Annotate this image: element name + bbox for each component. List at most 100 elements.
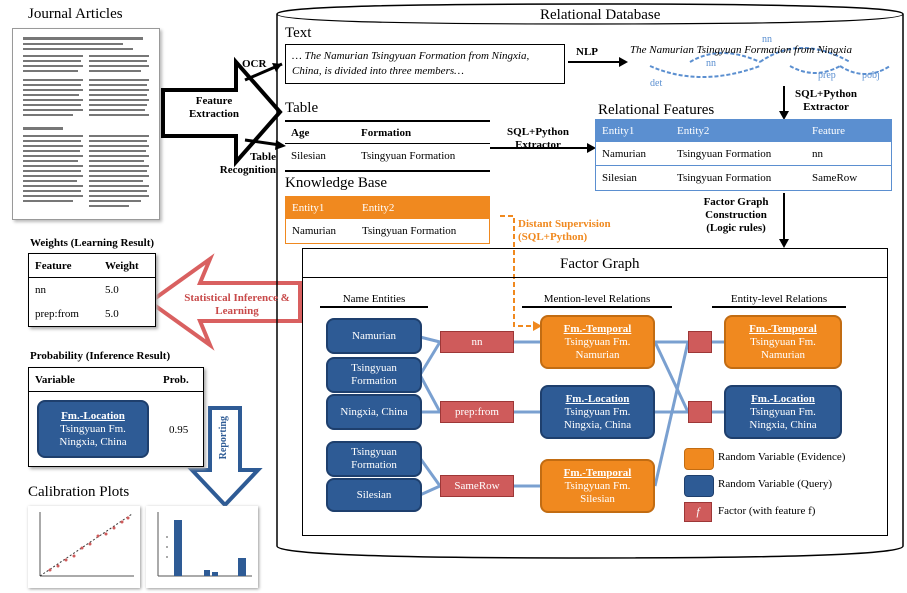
table-recognition-label: Table Recognition xyxy=(219,151,276,176)
entity-relation-line: Namurian xyxy=(761,348,805,361)
calibration-plot-accuracy xyxy=(28,506,140,588)
mention-relation-line: Tsingyuan Fm. xyxy=(564,405,631,418)
calibration-plot-histogram xyxy=(146,506,258,588)
relational-features-title: Relational Features xyxy=(598,102,715,118)
reporting-label: Reporting xyxy=(218,416,229,460)
kb-cell: Namurian xyxy=(292,225,336,237)
entity-node-label: Tsingyuan Formation xyxy=(351,362,397,387)
entity-node-tsingyuan-1: Tsingyuan Formation xyxy=(326,357,422,393)
dep-label-det: det xyxy=(650,78,663,89)
calibration-plot-histogram-graphic xyxy=(157,512,252,577)
mention-relation-title: Fm.-Temporal xyxy=(563,466,632,479)
table-cell: Silesian xyxy=(291,150,326,162)
weights-header: Weight xyxy=(99,254,155,278)
kb-header: Entity1 xyxy=(286,197,356,219)
mention-relation-location: Fm.-Location Tsingyuan Fm. Ningxia, Chin… xyxy=(540,385,655,439)
text-section-title: Text xyxy=(285,25,312,41)
probability-variable-title: Fm.-Location xyxy=(61,409,125,422)
legend-evidence-label: Random Variable (Evidence) xyxy=(718,451,846,463)
database-title: Relational Database xyxy=(540,7,661,23)
probability-value: 0.95 xyxy=(169,424,189,436)
weights-cell: nn xyxy=(35,284,46,296)
entity-relation-line: Ningxia, China xyxy=(749,418,817,431)
probability-table: Variable Prob. Fm.-Location Tsingyuan Fm… xyxy=(28,367,204,467)
entity-node-ningxia: Ningxia, China xyxy=(326,394,422,430)
entity-relation-line: Tsingyuan Fm. xyxy=(750,335,816,348)
col-mention-relations: Mention-level Relations xyxy=(543,293,651,305)
probability-header: Variable xyxy=(29,368,157,392)
rf-header: Entity2 xyxy=(671,120,806,142)
dep-label-nn-1: nn xyxy=(762,34,772,45)
col-name-entities: Name Entities xyxy=(342,293,406,305)
mention-relation-line: Tsingyuan Fm. xyxy=(564,335,631,348)
legend-factor-label: Factor (with feature f) xyxy=(718,505,816,517)
kb-header: Entity2 xyxy=(356,197,489,219)
factor-graph-title: Factor Graph xyxy=(560,256,640,272)
weights-cell: 5.0 xyxy=(105,308,119,320)
legend-evidence-swatch xyxy=(684,448,714,470)
probability-variable-line2: Ningxia, China xyxy=(59,435,127,448)
col-mention-relations-rule xyxy=(522,306,672,308)
nlp-label: NLP xyxy=(576,46,598,58)
statistical-inference-label: Statistical Inference & Learning xyxy=(184,292,290,317)
text-quote: … The Namurian Tsingyuan Formation from … xyxy=(292,50,530,77)
dep-label-prep: prep xyxy=(818,70,836,81)
table-header-age: Age xyxy=(285,122,355,144)
weights-header: Feature xyxy=(29,254,99,278)
entity-relation-title: Fm.-Location xyxy=(751,392,815,405)
mention-relation-title: Fm.-Temporal xyxy=(563,322,632,335)
table-header-formation: Formation xyxy=(355,122,490,144)
rf-cell: SameRow xyxy=(812,172,858,184)
dep-label-pobj: pobj xyxy=(862,70,880,81)
legend-query-label: Random Variable (Query) xyxy=(718,478,833,490)
legend-query-swatch xyxy=(684,475,714,497)
journal-page-text-lines xyxy=(23,37,149,207)
calibration-plots-title: Calibration Plots xyxy=(28,484,130,500)
dep-label-nn-2: nn xyxy=(706,58,716,69)
text-quote-box: … The Namurian Tsingyuan Formation from … xyxy=(285,44,565,84)
rf-cell: Tsingyuan Formation xyxy=(671,142,806,166)
knowledge-base-table: Entity1 Entity2 Namurian Tsingyuan Forma… xyxy=(285,196,490,244)
table-cell: Tsingyuan Formation xyxy=(361,150,456,162)
weights-cell: prep:from xyxy=(35,308,79,320)
ocr-label: OCR xyxy=(242,58,267,70)
parsed-sentence: The Namurian Tsingyuan Formation from Ni… xyxy=(630,44,852,56)
rf-cell: nn xyxy=(806,142,891,166)
relational-features-table: Entity1 Entity2 Feature Namurian Tsingyu… xyxy=(595,119,892,191)
factor-nn: nn xyxy=(440,331,514,353)
entity-relation-title: Fm.-Temporal xyxy=(749,322,817,335)
legend-factor-swatch: f xyxy=(684,502,712,522)
col-entity-relations: Entity-level Relations xyxy=(730,293,828,305)
rf-cell: Namurian xyxy=(596,142,671,166)
calibration-plot-accuracy-graphic xyxy=(39,512,134,577)
journal-articles-title: Journal Articles xyxy=(28,6,123,22)
feature-extraction-label: Feature Extraction xyxy=(188,95,240,120)
dependency-arcs xyxy=(649,47,891,78)
kb-cell: Tsingyuan Formation xyxy=(362,225,457,237)
distant-supervision-label: Distant Supervision (SQL+Python) xyxy=(518,218,611,243)
factor-entity-1 xyxy=(688,331,712,353)
probability-variable-line1: Tsingyuan Fm. xyxy=(60,422,126,435)
rf-cell: Silesian xyxy=(602,172,637,184)
probability-header: Prob. xyxy=(157,368,203,392)
distant-supervision-arrow xyxy=(500,215,536,327)
factor-prep-from: prep:from xyxy=(440,401,514,423)
mention-relation-temporal-1: Fm.-Temporal Tsingyuan Fm. Namurian xyxy=(540,315,655,369)
table-section-table: Age Formation Silesian Tsingyuan Formati… xyxy=(285,120,490,172)
sql-extractor-label-2: SQL+Python Extractor xyxy=(507,126,569,151)
col-name-entities-rule xyxy=(320,306,428,308)
database-cylinder xyxy=(276,3,904,559)
journal-page-thumbnail xyxy=(12,28,160,220)
entity-node-label: Tsingyuan Formation xyxy=(351,446,397,471)
table-recognition-arrow xyxy=(244,138,281,147)
probability-title: Probability (Inference Result) xyxy=(30,350,171,362)
entity-relation-line: Tsingyuan Fm. xyxy=(750,405,816,418)
probability-variable-node: Fm.-Location Tsingyuan Fm. Ningxia, Chin… xyxy=(37,400,149,458)
entity-node-label: Ningxia, China xyxy=(340,405,408,418)
weights-cell: 5.0 xyxy=(105,284,119,296)
statistical-inference-arrow xyxy=(146,253,302,351)
factor-same-row: SameRow xyxy=(440,475,514,497)
knowledge-base-title: Knowledge Base xyxy=(285,175,388,191)
sql-extractor-label-1: SQL+Python Extractor xyxy=(795,88,857,113)
